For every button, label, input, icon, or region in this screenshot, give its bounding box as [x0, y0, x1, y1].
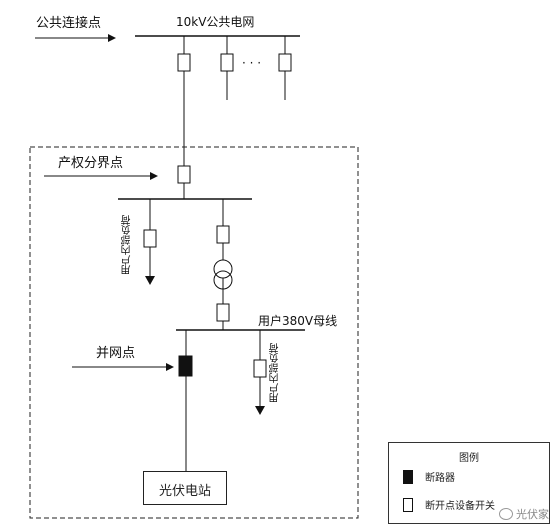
transformer-winding-1 — [213, 259, 233, 279]
transformer-winding-2 — [213, 270, 233, 290]
pv-station-box: 光伏电站 — [143, 471, 227, 505]
legend-switch-label: 断开点设备开关 — [425, 501, 495, 512]
watermark-icon — [499, 508, 513, 520]
switch-feeder-3 — [278, 53, 292, 72]
switch-swatch — [403, 497, 413, 512]
load-arrow-right — [255, 406, 265, 415]
legend-row-switch: 断开点设备开关 — [403, 497, 495, 512]
switch-load-left — [143, 229, 157, 248]
pv-station-label: 光伏电站 — [158, 484, 211, 499]
breaker-grid-connection — [178, 355, 193, 377]
grid-connection-label: 并网点 — [96, 346, 136, 361]
watermark: 光伏家 — [499, 506, 549, 522]
property-boundary-arrow-head — [150, 172, 158, 180]
legend-title: 图例 — [459, 453, 479, 464]
switch-property-boundary — [177, 165, 191, 184]
load-arrow-left — [145, 276, 155, 285]
switch-load-right — [253, 359, 267, 378]
watermark-text: 光伏家 — [516, 508, 549, 521]
user-boundary — [29, 146, 359, 519]
legend-breaker-label: 断路器 — [425, 473, 455, 484]
grid-10kv-label: 10kV公共电网 — [176, 15, 255, 29]
user-internal-load-label-left: 用户内部负荷 — [122, 215, 133, 275]
legend: 图例 断路器 断开点设备开关 — [388, 442, 550, 524]
switch-transformer-hv — [216, 225, 230, 244]
switch-main-top — [177, 53, 191, 72]
switch-feeder-2 — [220, 53, 234, 72]
public-connection-label: 公共连接点 — [36, 16, 102, 31]
switch-transformer-lv — [216, 303, 230, 322]
bus-380v-label: 用户380V母线 — [258, 314, 338, 328]
feeder-dots: · · · — [242, 56, 262, 70]
legend-row-breaker: 断路器 — [403, 469, 455, 484]
breaker-swatch — [403, 469, 413, 484]
property-boundary-label: 产权分界点 — [58, 156, 124, 171]
grid-connection-arrow-head — [166, 363, 174, 371]
user-internal-load-label-right: 用户内部负荷 — [270, 343, 281, 403]
public-connection-arrow-head — [108, 34, 116, 42]
